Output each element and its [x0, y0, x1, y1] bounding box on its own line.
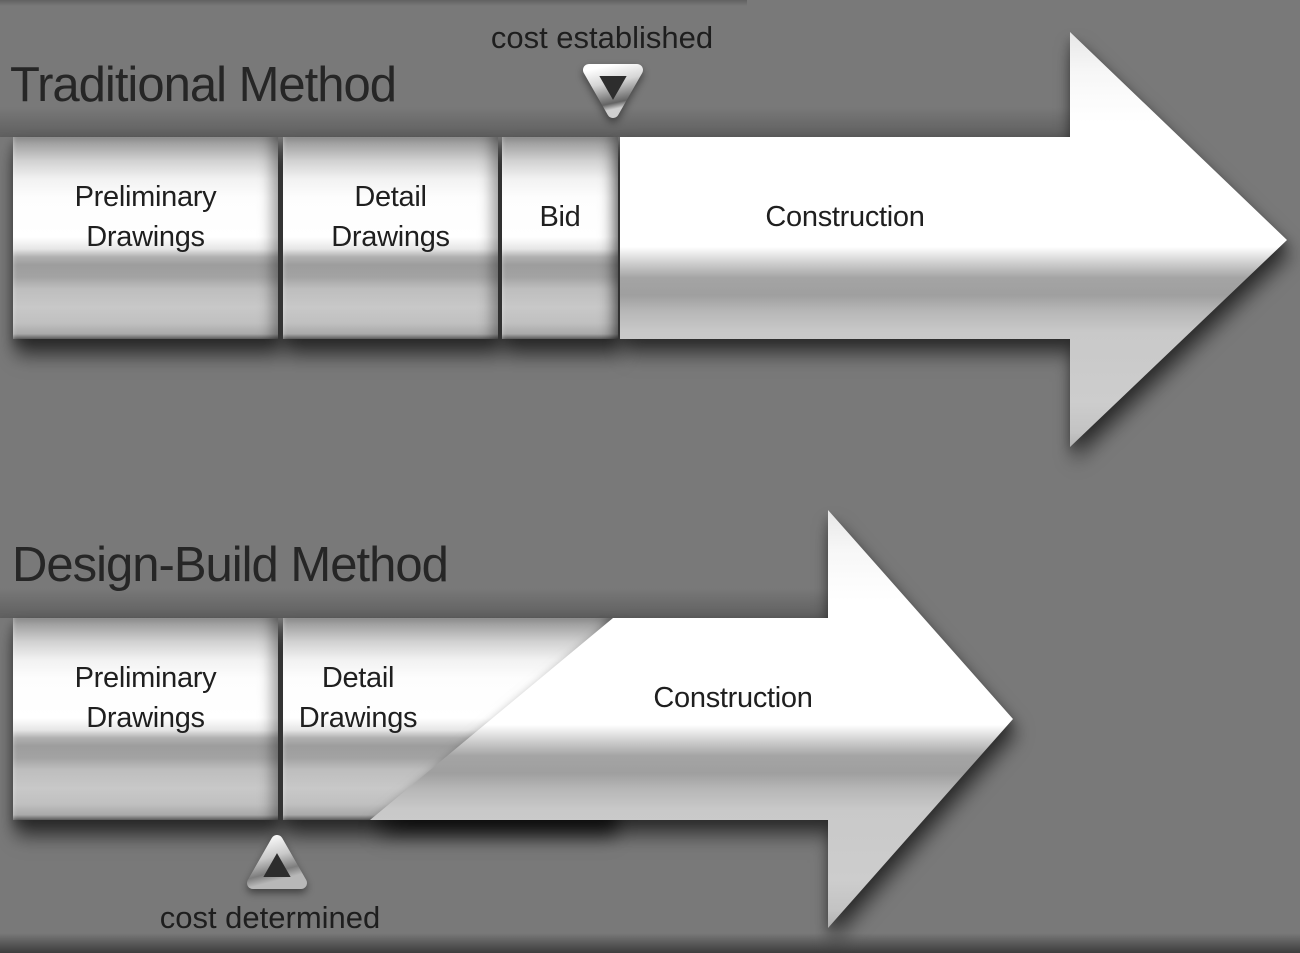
traditional-detail-drawings-box: Detail Drawings	[283, 137, 498, 339]
row1-top-shadow-band	[0, 107, 1090, 137]
top-shadow-band	[0, 0, 747, 6]
cost-determined-label: cost determined	[159, 900, 381, 935]
design-build-detail-drawings-label: Detail Drawings	[298, 662, 418, 734]
design-build-construction-label: Construction	[653, 681, 813, 714]
design-build-preliminary-drawings-box: Preliminary Drawings	[13, 618, 278, 820]
traditional-preliminary-drawings-box: Preliminary Drawings	[13, 137, 278, 339]
cost-determined-up-triangle-icon	[247, 835, 307, 889]
design-build-construction-arrow-shape: Construction	[370, 510, 1013, 928]
traditional-bid-label: Bid	[539, 201, 581, 233]
traditional-construction-arrow: Construction	[620, 32, 1287, 447]
traditional-detail-drawings-label: Detail Drawings	[331, 181, 450, 253]
row2-top-shadow-band	[0, 588, 850, 618]
design-build-construction-arrow: Construction	[363, 510, 1013, 928]
traditional-bid-box: Bid	[502, 137, 618, 339]
traditional-construction-arrow-shape: Construction	[620, 32, 1287, 447]
design-build-preliminary-drawings-label: Preliminary Drawings	[74, 662, 217, 734]
traditional-preliminary-drawings-label: Preliminary Drawings	[74, 181, 217, 253]
cost-established-down-triangle-icon	[583, 64, 643, 118]
design-build-method-title: Design-Build Method	[12, 538, 449, 592]
traditional-method-title: Traditional Method	[10, 58, 397, 112]
traditional-construction-label: Construction	[765, 200, 925, 233]
bottom-shadow-band	[0, 933, 1300, 953]
cost-established-label: cost established	[490, 20, 714, 55]
